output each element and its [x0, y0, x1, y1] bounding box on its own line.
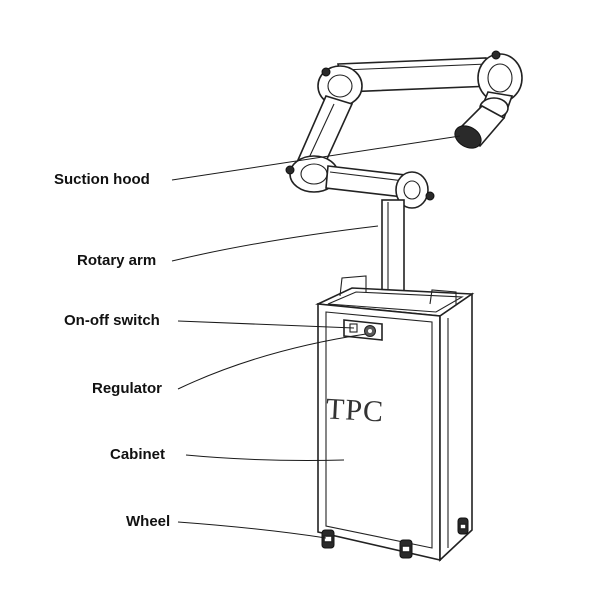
label-cabinet: Cabinet: [110, 446, 165, 463]
wheel: [321, 529, 335, 549]
column-joint: [395, 171, 429, 209]
cabinet-front: [317, 303, 441, 562]
upper-arm-highlight: [342, 63, 488, 71]
joint-knob: [321, 67, 331, 77]
leader-lines: [171, 135, 461, 539]
suction-hood-opening: [454, 125, 482, 149]
rotary-arm-assembly: [285, 50, 523, 305]
leader-wheel: [177, 521, 327, 539]
cabinet-handle: [339, 275, 367, 297]
wheel: [457, 517, 469, 535]
leader-cabinet: [185, 454, 345, 461]
leader-suction-hood: [171, 135, 461, 181]
wheel: [399, 539, 413, 559]
leader-rotary-arm: [171, 225, 379, 262]
label-regulator: Regulator: [92, 380, 162, 397]
cabinet-handle: [429, 289, 457, 306]
label-on-off-switch: On-off switch: [64, 312, 160, 329]
leader-regulator: [177, 333, 367, 390]
leader-on-off-switch: [177, 320, 355, 329]
label-rotary-arm: Rotary arm: [77, 252, 156, 269]
support-column: [381, 199, 405, 293]
cabinet-brand: TPC: [325, 392, 385, 428]
joint-knob: [491, 50, 501, 60]
cabinet-body: TPC: [315, 275, 475, 562]
label-suction-hood: Suction hood: [54, 171, 150, 188]
label-wheel: Wheel: [126, 513, 170, 530]
